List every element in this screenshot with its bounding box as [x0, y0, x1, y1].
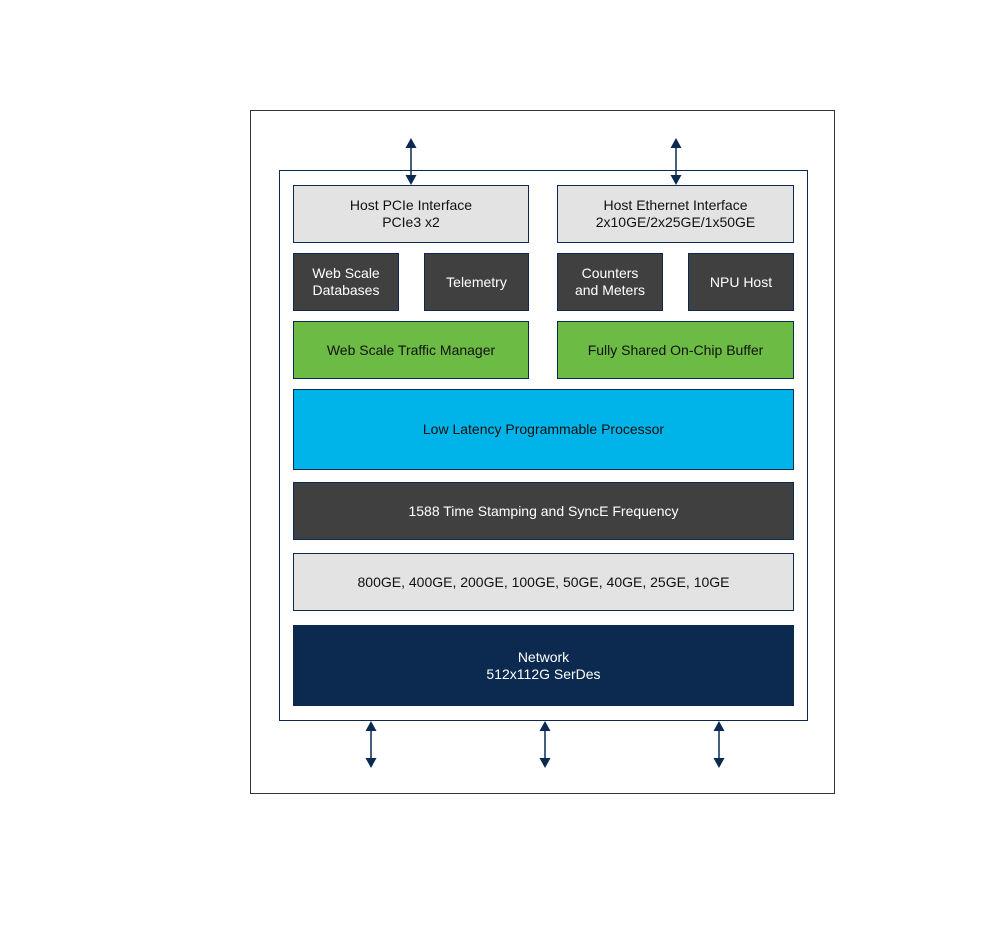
- telemetry-label: Telemetry: [446, 273, 507, 290]
- host-ethernet-spec: 2x10GE/2x25GE/1x50GE: [595, 214, 756, 230]
- traffic-manager-label: Web Scale Traffic Manager: [326, 341, 496, 358]
- shared-buffer-block: Fully Shared On-Chip Buffer: [557, 321, 794, 379]
- shared-buffer-label: Fully Shared On-Chip Buffer: [587, 341, 764, 358]
- web-scale-databases-line1: Web Scale: [312, 265, 380, 281]
- host-ethernet-interface-block: Host Ethernet Interface 2x10GE/2x25GE/1x…: [557, 185, 794, 243]
- host-pcie-title: Host PCIe Interface: [349, 197, 473, 213]
- programmable-processor-label: Low Latency Programmable Processor: [422, 421, 665, 437]
- network-label: Network: [517, 648, 570, 665]
- port-speeds-block: 800GE, 400GE, 200GE, 100GE, 50GE, 40GE, …: [293, 553, 794, 611]
- timestamping-label: 1588 Time Stamping and SyncE Frequency: [408, 502, 679, 519]
- traffic-manager-block: Web Scale Traffic Manager: [293, 321, 529, 379]
- npu-host-label: NPU Host: [709, 273, 773, 290]
- web-scale-databases-line2: Databases: [312, 282, 380, 298]
- telemetry-block: Telemetry: [424, 253, 529, 311]
- network-serdes-block: Network 512x112G SerDes: [293, 625, 794, 706]
- web-scale-databases-block: Web Scale Databases: [293, 253, 399, 311]
- host-ethernet-title: Host Ethernet Interface: [603, 197, 748, 213]
- counters-meters-line2: and Meters: [574, 282, 646, 298]
- timestamping-block: 1588 Time Stamping and SyncE Frequency: [293, 482, 794, 540]
- host-pcie-spec: PCIe3 x2: [382, 214, 440, 230]
- port-speeds-label: 800GE, 400GE, 200GE, 100GE, 50GE, 40GE, …: [357, 573, 730, 590]
- npu-host-block: NPU Host: [688, 253, 794, 311]
- host-pcie-interface-block: Host PCIe Interface PCIe3 x2: [293, 185, 529, 243]
- counters-meters-block: Counters and Meters: [557, 253, 663, 311]
- programmable-processor-block: Low Latency Programmable Processor: [293, 389, 794, 470]
- serdes-label: 512x112G SerDes: [486, 665, 601, 682]
- counters-meters-line1: Counters: [581, 265, 639, 281]
